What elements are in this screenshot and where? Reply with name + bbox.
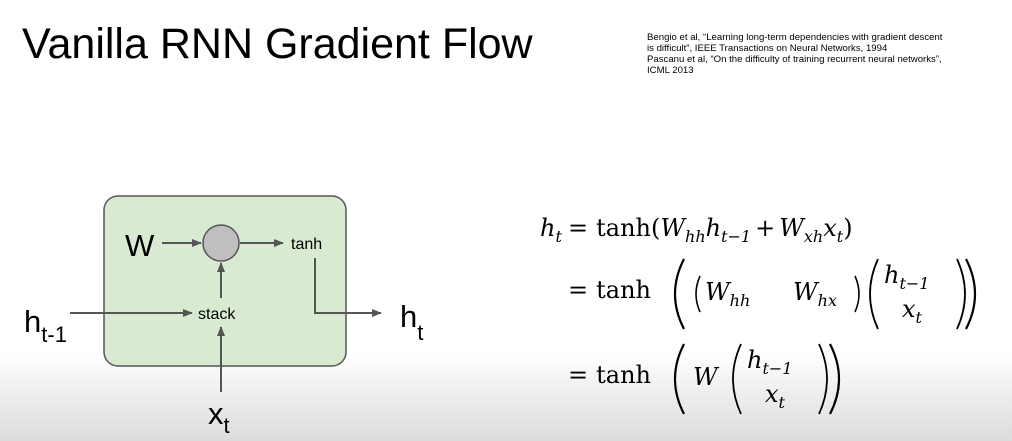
citation-line: ICML 2013 — [647, 65, 694, 76]
rnn-cell-box — [103, 195, 347, 367]
equation-line-1: ht=tanh(Whhht−1+Wxhxt) — [540, 214, 853, 246]
big-close-paren-3 — [829, 343, 840, 415]
stack-label: stack — [198, 306, 236, 323]
vector3-bottom: xt — [765, 380, 786, 412]
citation-line: Bengio et al, “Learning long-term depend… — [647, 32, 943, 43]
vector-top: ht−1 — [884, 261, 929, 293]
big-close-paren — [965, 258, 976, 330]
citations: Bengio et al, “Learning long-term depend… — [647, 32, 1007, 76]
input-label: xt — [208, 396, 230, 438]
slide-title: Vanilla RNN Gradient Flow — [22, 20, 533, 68]
vector3-top: ht−1 — [747, 346, 792, 378]
vector-close-paren — [956, 258, 966, 330]
vector3-open-paren — [732, 343, 742, 415]
equation-line-3-prefix: =tanh — [568, 361, 651, 389]
big-open-paren — [674, 258, 685, 330]
vector-bottom: xt — [902, 295, 923, 327]
citation-line: is difficult”, IEEE Transactions on Neur… — [647, 43, 888, 54]
prev-hidden-label: ht-1 — [24, 304, 67, 347]
multiply-node — [202, 224, 240, 262]
equation-line-2-prefix: =tanh — [568, 276, 651, 304]
vector3-close-paren — [818, 343, 828, 415]
citation-line: Pascanu et al, “On the difficulty of tra… — [647, 54, 942, 65]
output-arrow — [314, 258, 382, 317]
vector-open-paren — [869, 258, 879, 330]
weight-label: W — [125, 228, 155, 263]
row-close-paren — [854, 275, 860, 313]
tanh-label: tanh — [291, 236, 322, 253]
next-hidden-label: ht — [400, 299, 423, 345]
row-open-paren — [695, 275, 701, 313]
weight-symbol: W — [693, 363, 720, 391]
big-open-paren-3 — [674, 343, 685, 415]
